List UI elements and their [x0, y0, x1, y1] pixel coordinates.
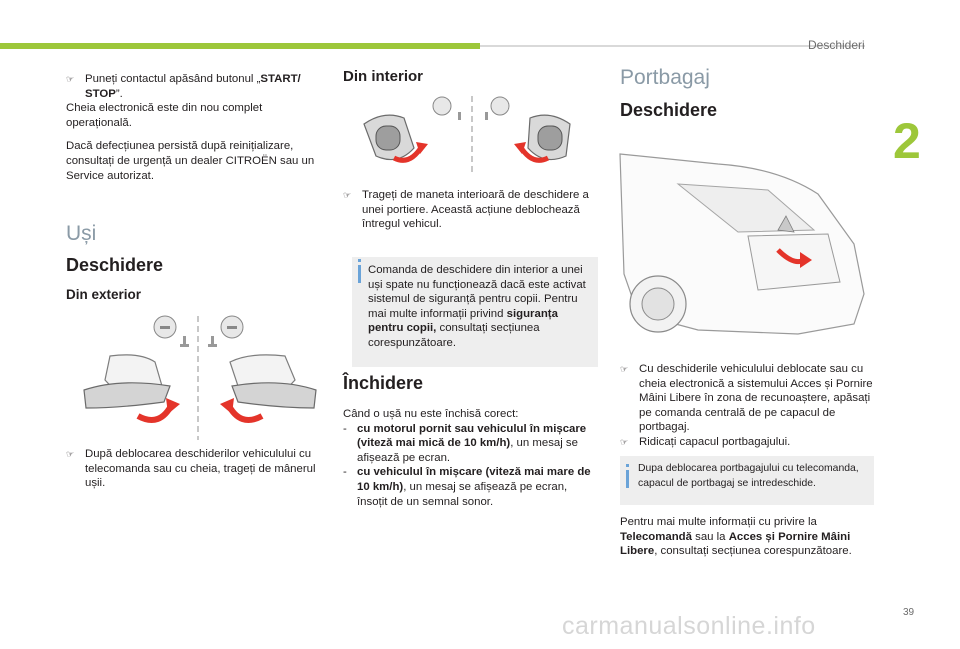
watermark: carmanualsonline.info [562, 612, 816, 640]
din-exterior-title: Din exterior [66, 287, 142, 302]
interior-door-lever-illustration [363, 96, 571, 174]
doors-opening-title: Deschidere [66, 255, 164, 275]
closing-item-low-speed: -cu motorul pornit sau vehiculul în mișc… [343, 422, 587, 464]
key-operational-line2: operațională. [66, 116, 132, 129]
portbagaj-title: Portbagaj [620, 66, 710, 89]
closing-item-high-speed: -cu vehiculul în mișcare (viteză mai mar… [343, 466, 591, 508]
fault-text: Dacă defecțiunea persistă după reinițial… [66, 140, 315, 182]
bullet-arrow-icon: ☞ [343, 190, 352, 200]
steering-wheel-icon [220, 315, 244, 339]
column-left: ☞Puneți contactul apăsând butonul „START… [66, 72, 326, 183]
bullet-arrow-icon: ☞ [66, 74, 75, 84]
info-icon [358, 259, 361, 283]
exterior-instruction: ☞După deblocarea deschiderilor vehiculul… [66, 448, 316, 490]
inchidere-title: Închidere [343, 373, 424, 393]
top-divider [480, 45, 865, 47]
boot-unlock-note: Dupa deblocarea portbagajului cu telecom… [620, 456, 874, 505]
steering-wheel-icon [432, 96, 510, 116]
page-number: 39 [903, 607, 915, 618]
closing-text: Când o ușă nu este închisă corect: -cu m… [343, 407, 598, 509]
chapter-number: 2 [893, 113, 921, 169]
boot-instructions: ☞Cu deschiderile vehiculului deblocate s… [620, 362, 874, 450]
boot-bullet-1: ☞Cu deschiderile vehiculului deblocate s… [620, 363, 873, 434]
interior-instruction: ☞Trageți de maneta interioară de deschid… [343, 189, 589, 231]
bullet-arrow-icon: ☞ [620, 436, 629, 447]
info-icon [626, 464, 629, 488]
steering-wheel-icon [153, 315, 177, 339]
din-interior-title: Din interior [343, 68, 424, 85]
bullet-arrow-icon: ☞ [620, 364, 629, 374]
exterior-door-handle-illustration [83, 315, 317, 440]
usi-title: Uși [66, 222, 97, 245]
bullet-arrow-icon: ☞ [66, 449, 75, 459]
section-header: Deschideri [808, 38, 865, 52]
trunk-illustration [619, 153, 865, 335]
child-safety-note: Comanda de deschidere din interior a une… [352, 257, 598, 367]
bullet-start-stop: ☞Puneți contactul apăsând butonul „START… [66, 73, 301, 100]
boot-bullet-2: ☞Ridicați capacul portbagajului. [620, 435, 791, 448]
top-accent-bar [0, 43, 480, 49]
boot-opening-title: Deschidere [620, 100, 718, 120]
key-operational-line1: Cheia electronică este din nou complet [66, 102, 263, 115]
more-info-text: Pentru mai multe informații cu privire l… [620, 516, 852, 558]
